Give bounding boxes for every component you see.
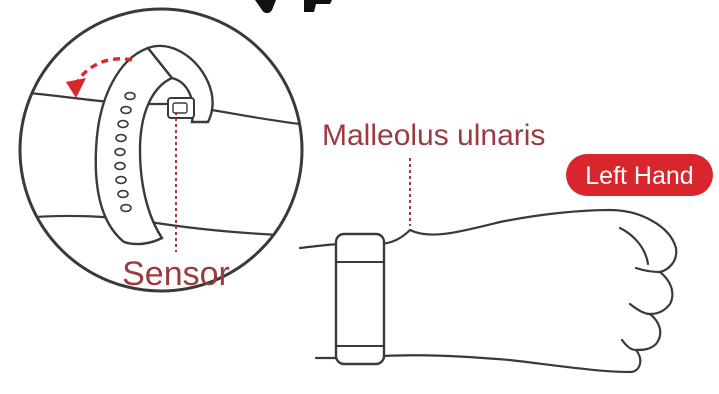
- fist-thumb-line: [620, 228, 648, 264]
- hand-fist-outline: [610, 210, 676, 372]
- fist-knuckle-line-3: [622, 340, 636, 350]
- left-hand-badge: Left Hand: [566, 154, 713, 196]
- wrist-top-line: [378, 210, 610, 244]
- zoom-inset: Sensor: [20, 9, 302, 293]
- left-hand-badge-label: Left Hand: [585, 162, 693, 190]
- wristband-body: [336, 234, 384, 364]
- wrist-bottom-line: [384, 355, 630, 372]
- wristband-on-arm: [336, 234, 384, 364]
- clipped-heading-fragment: [255, 0, 332, 13]
- fist-knuckle-line-1: [636, 268, 660, 272]
- malleolus-label: Malleolus ulnaris: [322, 119, 545, 152]
- fist-knuckle-line-2: [630, 304, 650, 314]
- sensor-label: Sensor: [122, 255, 230, 293]
- inset-sensor-module: [168, 98, 194, 118]
